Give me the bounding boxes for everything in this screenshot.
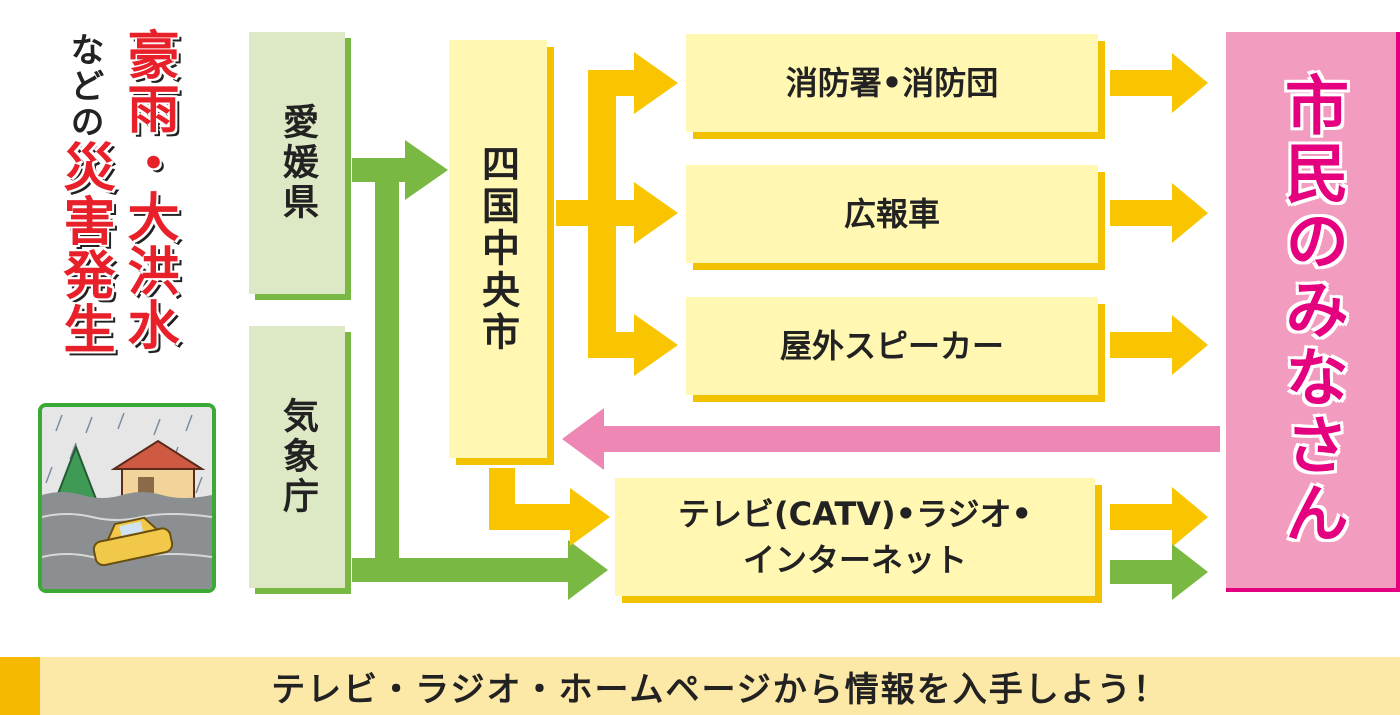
banner-accent	[0, 657, 40, 715]
title-line2-prefix: などの	[64, 32, 104, 140]
title-line2: などの災害発生	[54, 32, 122, 392]
green-arrow-to-media	[352, 170, 608, 600]
title-line2-main: 災害発生	[54, 140, 114, 356]
yellow-arrows-to-channels	[556, 52, 678, 376]
channel-outdoor-speaker: 屋外スピーカー	[686, 297, 1098, 395]
yellow-arrows-to-citizens	[1110, 53, 1208, 547]
channel-fire-department: 消防署•消防団	[686, 34, 1098, 132]
flood-scene-icon	[42, 407, 212, 589]
city-shikokuchuo: 四国中央市	[449, 40, 547, 458]
source-ehime-prefecture: 愛媛県	[249, 32, 345, 294]
title-line1: 豪雨・大洪水	[118, 28, 178, 352]
flood-illustration	[38, 403, 216, 593]
banner-text: テレビ・ラジオ・ホームページから情報を入手しよう！	[271, 669, 1169, 710]
channel-media: テレビ(CATV)•ラジオ• インターネット	[615, 478, 1095, 596]
media-line2: インターネット	[742, 541, 967, 579]
yellow-arrow-to-media	[489, 468, 610, 546]
green-arrow-to-citizens	[1110, 544, 1208, 600]
pink-arrow-to-city	[562, 408, 1220, 470]
info-banner	[0, 657, 1400, 715]
source-meteorological-agency: 気象庁	[249, 326, 345, 588]
citizens-box: 市民のみなさん	[1226, 32, 1400, 592]
channel-pr-vehicle: 広報車	[686, 165, 1098, 263]
media-line1: テレビ(CATV)•ラジオ•	[678, 495, 1032, 533]
green-arrow-to-city	[352, 140, 448, 200]
